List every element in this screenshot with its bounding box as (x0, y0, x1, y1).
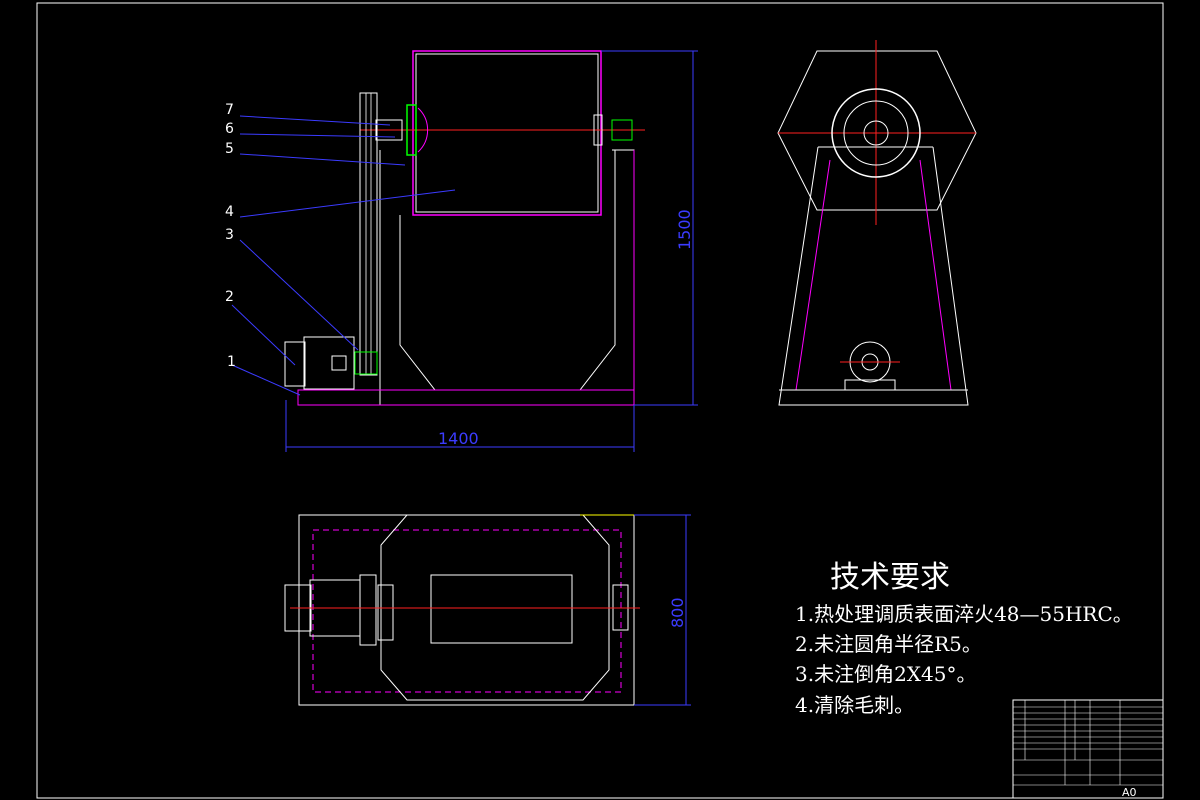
part-label-5: 5 (225, 141, 234, 157)
leader-2 (231, 304, 296, 366)
motor-body (284, 341, 306, 387)
side-hexagon (777, 50, 977, 211)
motor-housing (303, 336, 355, 390)
leader-6 (239, 133, 396, 138)
drawing-border (36, 2, 1164, 799)
dim-800-label: 800 (668, 597, 687, 628)
side-motor-base (844, 379, 896, 391)
leader-3 (239, 239, 359, 351)
bearing-seat-left (406, 104, 417, 156)
motor-pulley (354, 351, 378, 375)
bearing-seat-right (593, 114, 603, 146)
dim-1500-label: 1500 (675, 209, 694, 250)
top-pulley (375, 119, 403, 141)
leader-1 (231, 364, 301, 396)
top-belt (359, 574, 377, 646)
leader-4 (239, 189, 456, 218)
part-label-1: 1 (227, 354, 236, 370)
frame-inner (399, 150, 616, 391)
base-plate (297, 389, 635, 406)
leader-7 (239, 115, 391, 126)
tech-req-item-1: 1.热处理调质表面淬火48—55HRC。 (795, 602, 1133, 626)
bearing-arc (417, 107, 429, 153)
belt-column (359, 92, 378, 376)
tech-req-item-3: 3.未注倒角2X45°。 (795, 662, 977, 686)
right-shaft-cap (611, 119, 633, 141)
top-opening (430, 574, 573, 644)
side-drum-circle-mid (843, 100, 909, 166)
drum-inner (415, 53, 599, 213)
top-hopper (380, 514, 610, 701)
leader-5 (239, 153, 406, 166)
top-view: 800 (284, 514, 691, 706)
top-bearing-left (377, 584, 394, 641)
drum-outline (412, 50, 602, 216)
tech-req-item-2: 2.未注圆角半径R5。 (795, 632, 982, 656)
tech-req-title: 技术要求 (830, 560, 950, 595)
part-label-3: 3 (225, 227, 234, 243)
side-drum-circle-inner (863, 120, 889, 146)
sheet-size-label: A0 (1122, 786, 1137, 799)
side-drum-circle-outer (831, 88, 921, 178)
title-block: A0 (1012, 699, 1164, 799)
technical-requirements: 技术要求 1.热处理调质表面淬火48—55HRC。 2.未注圆角半径R5。 3.… (795, 560, 1133, 717)
part-label-7: 7 (225, 102, 234, 118)
frame-outline (379, 149, 635, 406)
part-label-4: 4 (225, 204, 234, 220)
front-view: 1400 1500 7 6 5 4 3 2 1 (225, 50, 698, 452)
side-frame-inner (795, 159, 952, 391)
top-outline (298, 514, 635, 706)
side-frame (778, 146, 969, 406)
side-view (777, 40, 977, 406)
top-dashed-inner (312, 529, 622, 693)
part-label-2: 2 (225, 289, 234, 305)
tech-req-item-4: 4.清除毛刺。 (795, 693, 914, 717)
dim-1400-label: 1400 (438, 429, 479, 448)
part-label-6: 6 (225, 121, 234, 137)
motor-box (331, 355, 347, 371)
